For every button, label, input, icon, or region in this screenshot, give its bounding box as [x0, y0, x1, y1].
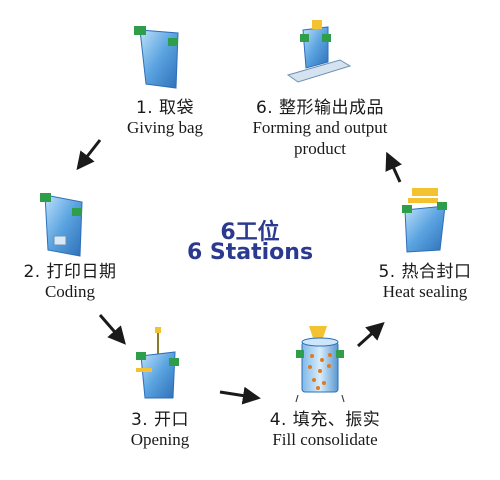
station-4-en: Fill consolidate [272, 430, 378, 450]
station-5-en: Heat sealing [382, 282, 468, 302]
station-6-en-line2: product [294, 138, 346, 158]
station-5-sealing-icon [402, 188, 447, 253]
arrow-2-to-3 [98, 314, 126, 345]
arrow-4-to-5 [356, 321, 385, 348]
station-3-en: Opening [130, 430, 190, 450]
station-3-label: 3. 开口 Opening [95, 410, 225, 451]
station-1-label: 1. 取袋 Giving bag [95, 98, 235, 139]
center-title-en: 6 Stations [186, 240, 314, 265]
station-5-cn: 5. 热合封口 [378, 262, 472, 282]
station-2-en: Coding [44, 282, 96, 302]
station-2-coding-icon [40, 193, 83, 257]
station-6-label: 6. 整形输出成品 Forming and output product [225, 98, 415, 159]
station-1-bag-icon [134, 26, 179, 89]
arrow-1-to-2 [76, 139, 102, 171]
station-1-cn: 1. 取袋 [135, 98, 195, 118]
arrow-3-to-4 [219, 386, 261, 405]
station-6-cn: 6. 整形输出成品 [255, 98, 385, 118]
arrow-5-to-6 [385, 151, 402, 183]
station-4-cn: 4. 填充、振实 [269, 410, 381, 430]
station-6-en-line1: Forming and output [252, 118, 388, 138]
station-2-cn: 2. 打印日期 [23, 262, 117, 282]
station-4-filling-icon [295, 326, 345, 403]
station-1-en: Giving bag [126, 118, 204, 138]
station-2-label: 2. 打印日期 Coding [0, 262, 140, 303]
station-5-label: 5. 热合封口 Heat sealing [355, 262, 495, 303]
station-6-output-icon [286, 20, 352, 83]
station-4-label: 4. 填充、振实 Fill consolidate [240, 410, 410, 451]
station-3-opening-icon [136, 327, 179, 399]
center-title-cn: 6工位 [220, 220, 280, 245]
station-3-cn: 3. 开口 [130, 410, 190, 430]
